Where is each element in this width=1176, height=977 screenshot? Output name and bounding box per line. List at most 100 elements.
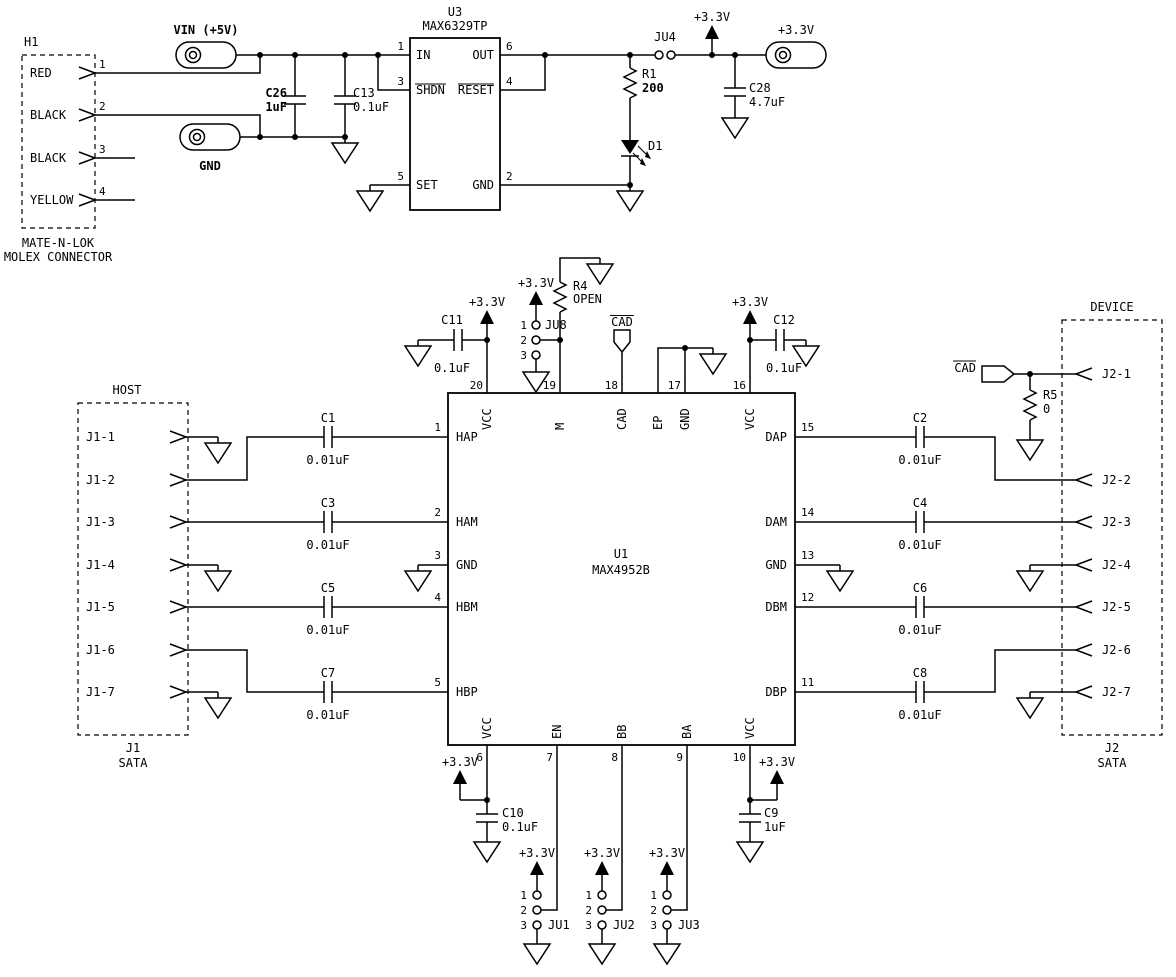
v33-power-icon xyxy=(479,309,495,341)
u1-pin-number: 13 xyxy=(801,549,814,562)
u3-body xyxy=(409,37,501,211)
c5-value-label: 0.01uF xyxy=(306,623,349,637)
j1-pin-icon xyxy=(169,600,187,614)
j2-pin-label: J2-4 xyxy=(1102,558,1131,572)
u1-pin-name: GND xyxy=(765,558,787,572)
ground-icon xyxy=(356,184,384,212)
u1-pin-name: VCC xyxy=(743,408,757,430)
wire xyxy=(500,55,546,91)
u1-pin-name: EN xyxy=(550,725,564,739)
j1-ref-label: J1 xyxy=(126,741,140,755)
c12-capacitor-icon xyxy=(775,328,785,352)
j1-pin-label: J1-5 xyxy=(86,600,115,614)
c12-ref-label: C12 xyxy=(773,313,795,327)
j1-outline xyxy=(77,402,189,736)
u1-pin-number: 6 xyxy=(476,751,483,764)
u1-pin-number: 12 xyxy=(801,591,814,604)
ju3-pin-icon xyxy=(662,890,672,900)
u3-pin-in-number: 1 xyxy=(397,40,404,53)
c10-value-label: 0.1uF xyxy=(502,820,538,834)
c7-value-label: 0.01uF xyxy=(306,708,349,722)
c6-ref-label: C6 xyxy=(913,581,927,595)
u3-pin-gnd-name: GND xyxy=(472,178,494,192)
h1-pin2-label: BLACK xyxy=(30,108,67,122)
ju3-pin-icon xyxy=(662,920,672,930)
c4-capacitor-icon xyxy=(915,510,925,534)
u3-pin-shdn-name: SHDN xyxy=(416,83,445,97)
u1-pin-name: BB xyxy=(615,725,629,739)
h1-ref-label: H1 xyxy=(24,35,38,49)
wire xyxy=(749,745,777,801)
u1-pin-name: M xyxy=(553,423,567,430)
ju8-pin-icon xyxy=(531,320,541,330)
c9-capacitor-icon xyxy=(738,813,762,823)
u1-pin-number: 5 xyxy=(434,676,441,689)
c3-capacitor-icon xyxy=(323,510,333,534)
c2-value-label: 0.01uF xyxy=(898,453,941,467)
gnd-testpoint-icon xyxy=(179,123,241,151)
v33-power-icon xyxy=(529,860,545,892)
c28-ref-label: C28 xyxy=(749,81,771,95)
c5-capacitor-icon xyxy=(323,595,333,619)
junction-dot xyxy=(292,134,298,140)
ju2-pin-icon xyxy=(597,890,607,900)
ground-icon xyxy=(653,937,681,965)
u1-pin-name: VCC xyxy=(480,717,494,739)
v33-power-icon xyxy=(742,309,758,341)
u1-pin-number: 7 xyxy=(546,751,553,764)
u3-pin-out-name: OUT xyxy=(472,48,494,62)
c11-ref-label: C11 xyxy=(441,313,463,327)
wire xyxy=(95,55,261,74)
ju4-ref-label: JU4 xyxy=(654,30,676,44)
u1-pin-number: 19 xyxy=(543,379,556,392)
u3-ref-label: U3 xyxy=(448,5,462,19)
c26-value-label: 1uF xyxy=(265,100,287,114)
junction-dot xyxy=(557,337,563,343)
u1-part-label: MAX4952B xyxy=(592,563,650,577)
ground-icon xyxy=(1016,564,1044,592)
u3-regulator: U3 MAX6329TP 1 IN 3 SHDN 5 SET 6 OUT 4 R… xyxy=(356,5,656,212)
c1-ref-label: C1 xyxy=(321,411,335,425)
ju2-pin-icon xyxy=(597,905,607,915)
ground-icon xyxy=(523,937,551,965)
c10-ref-label: C10 xyxy=(502,806,524,820)
u3-pin-shdn-number: 3 xyxy=(397,75,404,88)
c13-value-label: 0.1uF xyxy=(353,100,389,114)
c3-value-label: 0.01uF xyxy=(306,538,349,552)
c6-value-label: 0.01uF xyxy=(898,623,941,637)
v33-power-icon xyxy=(659,860,675,892)
r1-resistor-icon xyxy=(622,67,638,99)
vin-testpoint-icon xyxy=(175,41,237,69)
j1-pin-label: J1-2 xyxy=(86,473,115,487)
u1-pin-name: GND xyxy=(456,558,478,572)
jumper-ju3: +3.3V 1 2 3 JU3 xyxy=(649,846,700,965)
ju1-pin-number: 3 xyxy=(520,919,527,932)
j1-pin-label: J1-3 xyxy=(86,515,115,529)
vin-label: VIN (+5V) xyxy=(173,23,238,37)
r5-resistor-icon xyxy=(1022,389,1038,421)
u1-pin-name: GND xyxy=(678,408,692,430)
ju2-ref-label: JU2 xyxy=(613,918,635,932)
j2-pin-label: J2-5 xyxy=(1102,600,1131,614)
u3-pin-set-name: SET xyxy=(416,178,438,192)
c12-value-label: 0.1uF xyxy=(766,361,802,375)
u1-pin-number: 9 xyxy=(676,751,683,764)
u1-pin-number: 11 xyxy=(801,676,814,689)
u1-pin-number: 18 xyxy=(605,379,618,392)
c4-ref-label: C4 xyxy=(913,496,927,510)
junction-dot xyxy=(484,337,490,343)
junction-dot xyxy=(342,134,348,140)
junction-dot xyxy=(1027,371,1033,377)
ju1-pin-icon xyxy=(532,890,542,900)
v33-label: +3.3V xyxy=(759,755,795,769)
u1-pin-name: HAP xyxy=(456,430,478,444)
d1-ref-label: D1 xyxy=(648,139,662,153)
wire xyxy=(657,347,713,393)
ju8-pin-number: 3 xyxy=(520,349,527,362)
ground-icon xyxy=(404,339,432,367)
r1-value-label: 200 xyxy=(642,81,664,95)
c7-capacitor-icon xyxy=(323,680,333,704)
c7-ref-label: C7 xyxy=(321,666,335,680)
c8-value-label: 0.01uF xyxy=(898,708,941,722)
j2-pin-label: J2-6 xyxy=(1102,643,1131,657)
